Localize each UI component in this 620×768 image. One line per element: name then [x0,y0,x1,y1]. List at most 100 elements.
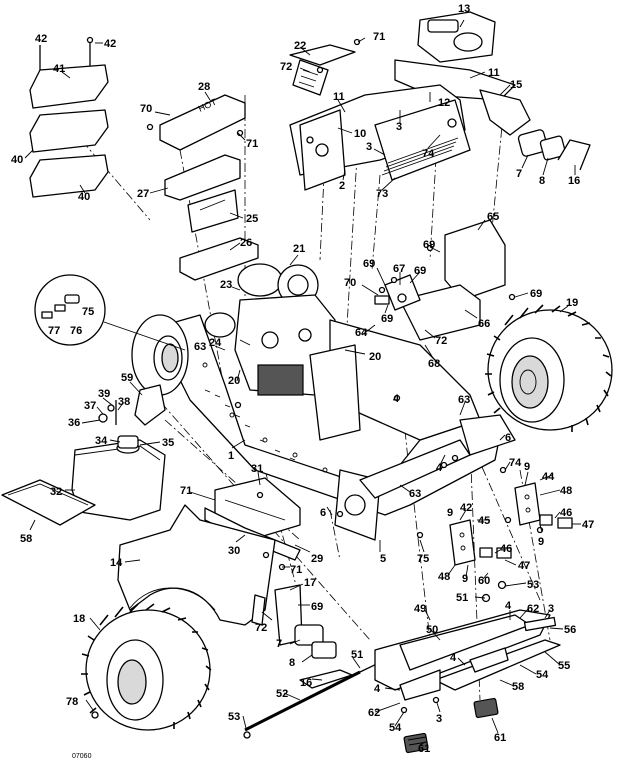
callout-8: 8 [539,175,545,187]
callout-11: 11 [488,67,500,79]
callout-12: 12 [438,97,450,109]
callout-49: 49 [414,603,426,615]
callout-labels: 42 42 41 40 40 28 70 71 27 25 26 22 71 7… [11,3,594,755]
main-frame [164,314,516,541]
callout-51: 51 [351,649,363,661]
callout-63: 63 [409,488,421,500]
callout-38: 38 [118,396,130,408]
callout-76: 75 [82,306,94,318]
callout-58: 58 [20,533,32,545]
callout-37: 37 [84,400,96,412]
axle-rod [244,656,389,732]
callout-20: 20 [369,351,381,363]
callout-74: 73 [376,188,388,200]
callout-71: 71 [246,138,258,150]
callout-25: 24 [209,337,222,349]
callout-21: 20 [228,375,240,387]
callout-51: 51 [456,592,468,604]
callout-22: 21 [293,243,305,255]
callout-74: 74 [422,148,435,160]
callout-65: 65 [487,211,499,223]
callout-46: 46 [500,543,512,555]
console-and-hood [289,11,531,191]
callout-54: 54 [389,722,402,734]
callout-9: 9 [462,573,468,585]
callout-35: 35 [162,437,174,449]
callout-4: 4 [450,652,457,664]
callout-67: 67 [393,263,405,275]
callout-9: 9 [524,461,530,473]
callout-70: 70 [344,277,356,289]
callout-57: 58 [512,681,524,693]
rear-tire-right [485,304,613,432]
callout-29: 28 [198,81,210,93]
callout-61: 61 [494,732,506,744]
callout-70: 69 [381,313,393,325]
callout-17: 17 [304,577,316,589]
callout-72: 72 [280,61,292,73]
callout-79: 78 [66,696,78,708]
callout-28: 27 [137,188,149,200]
callout-30: 29 [311,553,323,565]
drawing-number: 07060 [72,753,92,760]
callout-50: 50 [426,624,438,636]
callout-77: 76 [70,325,82,337]
callout-7: 7 [516,168,522,180]
callout-26: 25 [246,213,258,225]
callout-7: 7 [276,638,282,650]
callout-19: 19 [566,297,578,309]
callout-3: 3 [548,603,554,615]
callout-71: 71 [180,485,192,497]
callout-52: 52 [276,688,288,700]
callout-40: 40 [78,191,90,203]
callout-72: 72 [435,335,447,347]
callout-39: 39 [98,388,110,400]
leader-lines [24,19,581,746]
callout-71: 70 [140,103,152,115]
callout-48: 48 [438,571,450,583]
callout-36: 36 [68,417,80,429]
callout-61: 61 [418,743,430,755]
callout-48: 48 [560,485,572,497]
callout-16: 16 [300,677,312,689]
callout-69: 69 [363,258,375,270]
callout-23: 22 [294,40,306,52]
callout-14: 14 [110,557,123,569]
callout-15: 15 [510,79,522,91]
callout-68: 68 [428,358,440,370]
callout-10: 10 [354,128,366,140]
callout-1: 1 [228,450,234,462]
callout-64: 64 [355,327,368,339]
callout-32: 31 [251,463,263,475]
left-fender [117,504,276,626]
callout-4: 4 [505,600,512,612]
callout-69: 69 [530,288,542,300]
callout-53: 53 [228,711,240,723]
callout-47: 47 [582,519,594,531]
pedal-pads [403,697,499,754]
callout-4: 4 [393,393,400,405]
fender-pan [374,219,506,341]
detail-inset [34,274,186,351]
callout-40: 40 [11,154,23,166]
callout-69: 69 [414,265,426,277]
callout-78: 77 [48,325,60,337]
callout-72: 71 [373,31,385,43]
callout-63: 63 [458,394,470,406]
callout-63: 63 [194,341,206,353]
callout-45: 45 [478,515,490,527]
callout-18: 18 [73,613,85,625]
callout-24: 23 [220,279,232,291]
callout-3: 3 [366,141,372,153]
dash-panels [159,94,259,281]
fuel-tank-assembly [1,400,166,526]
callout-13: 13 [458,3,470,15]
callout-56: 56 [564,624,576,636]
callout-75: 74 [509,457,522,469]
callout-47: 47 [518,560,530,572]
callout-55: 55 [558,660,570,672]
callout-11: 11 [333,91,345,103]
callout-66: 66 [478,318,490,330]
callout-71: 71 [290,564,302,576]
